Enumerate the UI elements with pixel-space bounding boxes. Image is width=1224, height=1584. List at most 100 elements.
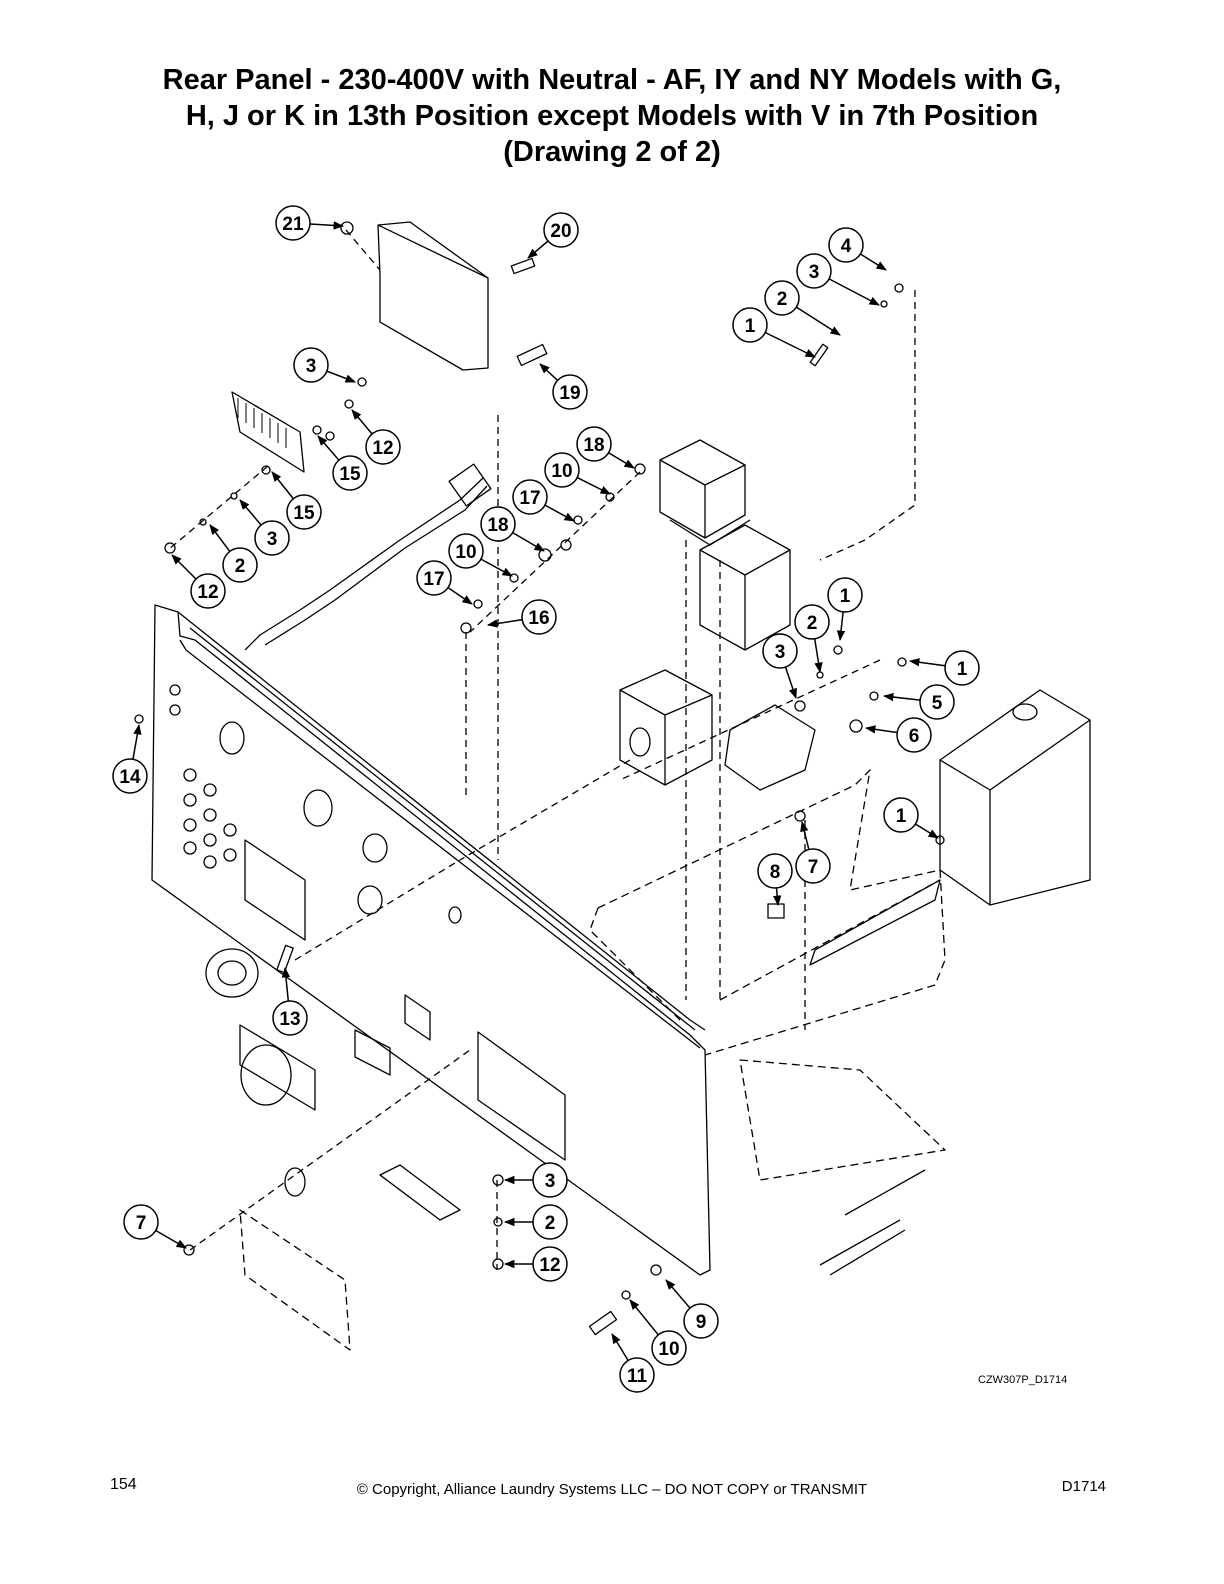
part-linework (134, 221, 1091, 1351)
callout-number: 4 (841, 236, 852, 257)
callout-leader (908, 658, 946, 667)
callout-leader (576, 476, 611, 495)
callout-bubble (275, 205, 311, 241)
callout-bubble (544, 452, 580, 488)
callout-bubble (112, 758, 148, 794)
callout-leader (800, 820, 810, 850)
callout-leader (836, 611, 846, 642)
callout-number: 3 (775, 642, 786, 663)
callout-leader (860, 253, 887, 271)
callout-number: 20 (550, 221, 571, 242)
contactor-lower (699, 524, 791, 651)
callout-bubble (764, 280, 800, 316)
callout-leader (326, 370, 356, 383)
callout-bubble (416, 560, 452, 596)
right-enclosure (939, 689, 1091, 906)
callout-leader (309, 221, 345, 230)
callout-leader (828, 278, 880, 306)
callout-bubble (683, 1303, 719, 1339)
callout-bubble (480, 506, 516, 542)
callout-bubble (286, 494, 322, 530)
callout-number: 6 (909, 726, 920, 747)
callout-number: 2 (545, 1213, 556, 1234)
callout-leader (239, 499, 262, 526)
callout-number: 1 (745, 316, 756, 337)
callout-leader (447, 586, 473, 605)
callout-bubble (795, 848, 831, 884)
callout-leader (527, 240, 549, 259)
callout-bubble (762, 633, 798, 669)
callout-number: 18 (487, 515, 508, 536)
callout-number: 1 (896, 806, 907, 827)
callout-number: 12 (372, 438, 393, 459)
callout-leader (665, 1279, 691, 1309)
callout-leader (539, 363, 559, 381)
callout-leader (486, 618, 523, 628)
callout-bubble (919, 684, 955, 720)
callout-bubble (512, 479, 548, 515)
callout-number: 1 (840, 586, 851, 607)
callout-number: 17 (519, 488, 540, 509)
callout-number: 12 (539, 1255, 560, 1276)
callout-number: 7 (136, 1213, 147, 1234)
copyright-notice: © Copyright, Alliance Laundry Systems LL… (356, 1481, 868, 1498)
callout-leader (512, 531, 545, 552)
callout-number: 11 (627, 1366, 648, 1387)
callout-number: 8 (770, 862, 781, 883)
callout-leader (155, 1229, 187, 1249)
callout-leader (772, 887, 782, 907)
callout-leader (784, 666, 797, 699)
callout-leader (171, 554, 197, 580)
callout-leader (351, 409, 373, 435)
callout-number: 10 (455, 542, 476, 563)
callout-leader (764, 331, 816, 358)
callout-number: 3 (306, 356, 317, 377)
callout-bubble (619, 1357, 655, 1393)
callout-leader (132, 723, 142, 760)
callout-bubble (732, 307, 768, 343)
document-id: D1714 (1061, 1478, 1106, 1495)
callout-number: 3 (267, 529, 278, 550)
title-line-1: Rear Panel - 230-400V with Neutral - AF,… (162, 64, 1062, 96)
callout-number: 9 (696, 1312, 707, 1333)
callout-leader (629, 1299, 659, 1336)
drawing-reference: CZW307P_D1714 (978, 1374, 1068, 1386)
page-title: Rear Panel - 230-400V with Neutral - AF,… (0, 62, 1224, 170)
callout-bubble (254, 520, 290, 556)
callout-bubble (883, 797, 919, 833)
callout-number: 13 (279, 1009, 300, 1030)
callout-bubble (521, 599, 557, 635)
callout-number: 2 (235, 556, 246, 577)
callout-leader (864, 725, 898, 734)
callout-number: 17 (423, 569, 444, 590)
callout-leader (480, 558, 513, 577)
callout-bubble (757, 853, 793, 889)
callout-bubble (293, 347, 329, 383)
callout-number: 2 (777, 289, 788, 310)
callout-bubble (794, 604, 830, 640)
callout-number: 2 (807, 613, 818, 634)
callout-number: 3 (545, 1171, 556, 1192)
title-line-3: (Drawing 2 of 2) (503, 136, 721, 168)
callout-leader (795, 306, 841, 336)
callout-bubble (896, 717, 932, 753)
callout-bubble (944, 650, 980, 686)
rear-panel-outline (151, 604, 711, 1276)
callout-number: 3 (809, 262, 820, 283)
rotary-switch (239, 1024, 316, 1111)
callout-bubble (532, 1162, 568, 1198)
callout-bubble (828, 227, 864, 263)
callout-bubble (651, 1330, 687, 1366)
callout-bubble (448, 533, 484, 569)
callout-leader (915, 823, 939, 839)
callout-bubble (827, 577, 863, 613)
callout-number: 21 (282, 214, 304, 235)
callout-number: 16 (528, 608, 549, 629)
terminal-block (231, 391, 305, 473)
callout-number: 1 (957, 659, 968, 680)
callout-bubble (365, 429, 401, 465)
callout-number: 15 (339, 464, 361, 485)
page-number: 154 (110, 1476, 137, 1493)
callout-bubble (552, 374, 588, 410)
